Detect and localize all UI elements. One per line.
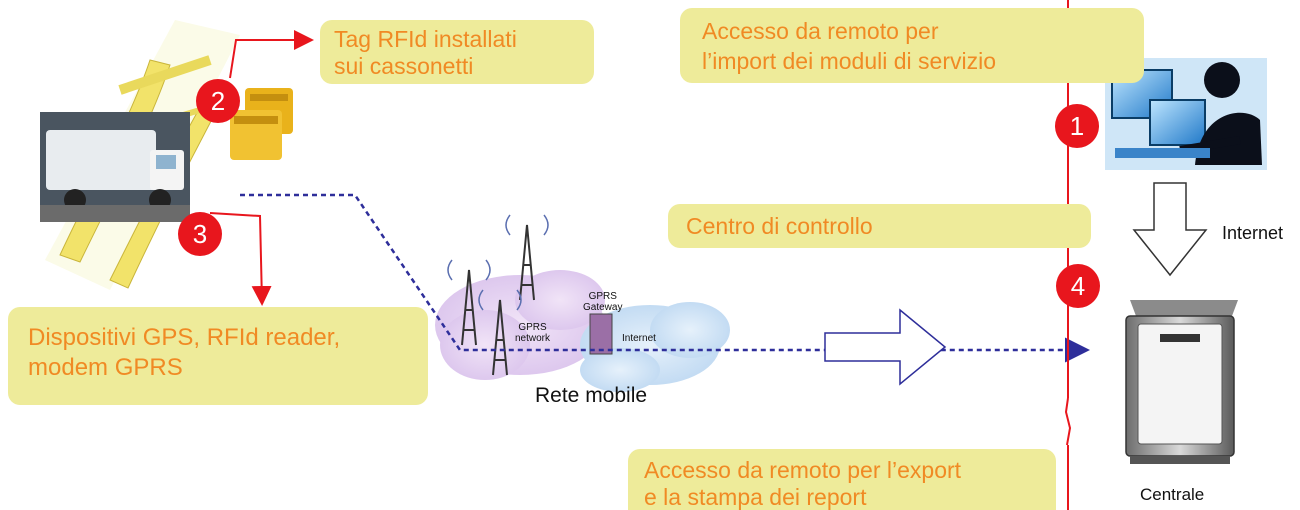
internet-label: Internet [1222,223,1284,243]
waste-bins-image [230,88,293,160]
gprs-gateway-icon [589,313,613,355]
callout-remote-import-line-1: Accesso da remoto per [702,18,939,44]
cloud-internet-label: Internet [622,333,656,344]
arrow-to-devices [209,212,272,306]
callout-remote-import-line-2: l’import dei moduli di servizio [702,48,996,74]
callout-remote-export: Accesso da remoto per l’export e la stam… [628,449,1056,510]
gprs-gateway-label-line-2: Gateway [583,302,623,313]
callout-devices: Dispositivi GPS, RFId reader, modem GPRS [8,307,428,405]
central-label: Centrale [1140,485,1205,504]
callout-devices-line-1: Dispositivi GPS, RFId reader, [28,324,341,351]
callout-remote-export-line-2: e la stampa dei report [644,484,867,510]
gprs-gateway-label: GPRS Gateway [583,291,622,313]
badge-4: 4 [1056,264,1100,308]
badge-2: 2 [196,79,240,123]
server-icon [1125,300,1238,464]
callout-remote-export-line-1: Accesso da remoto per l’export [644,457,962,483]
arrow-to-rfid-tags [229,30,314,79]
gprs-network-label: GPRS network [515,322,550,344]
gprs-network-label-line-1: GPRS [518,322,547,333]
down-arrow-icon [1132,182,1208,277]
callout-devices-line-2: modem GPRS [28,354,183,381]
callout-control-center: Centro di controllo [668,204,1091,248]
callout-rfid-tags-line-1: Tag RFId installati [334,26,517,52]
gprs-network-label-line-2: network [515,333,551,344]
callout-control-center-text: Centro di controllo [686,213,873,239]
cell-tower-icon [447,214,549,376]
badge-3: 3 [178,212,222,256]
callout-remote-import: Accesso da remoto per l’import dei modul… [680,8,1144,83]
gprs-gateway-label-line-1: GPRS [588,291,617,302]
callout-rfid-tags: Tag RFId installati sui cassonetti [320,20,594,84]
callout-rfid-tags-line-2: sui cassonetti [334,53,474,79]
garbage-truck-image [40,112,190,222]
flow-arrow-icon [824,308,947,386]
badge-1: 1 [1055,104,1099,148]
data-link-line [240,193,1090,363]
mobile-network-graphic [435,270,730,392]
mobile-network-label: Rete mobile [535,384,648,407]
